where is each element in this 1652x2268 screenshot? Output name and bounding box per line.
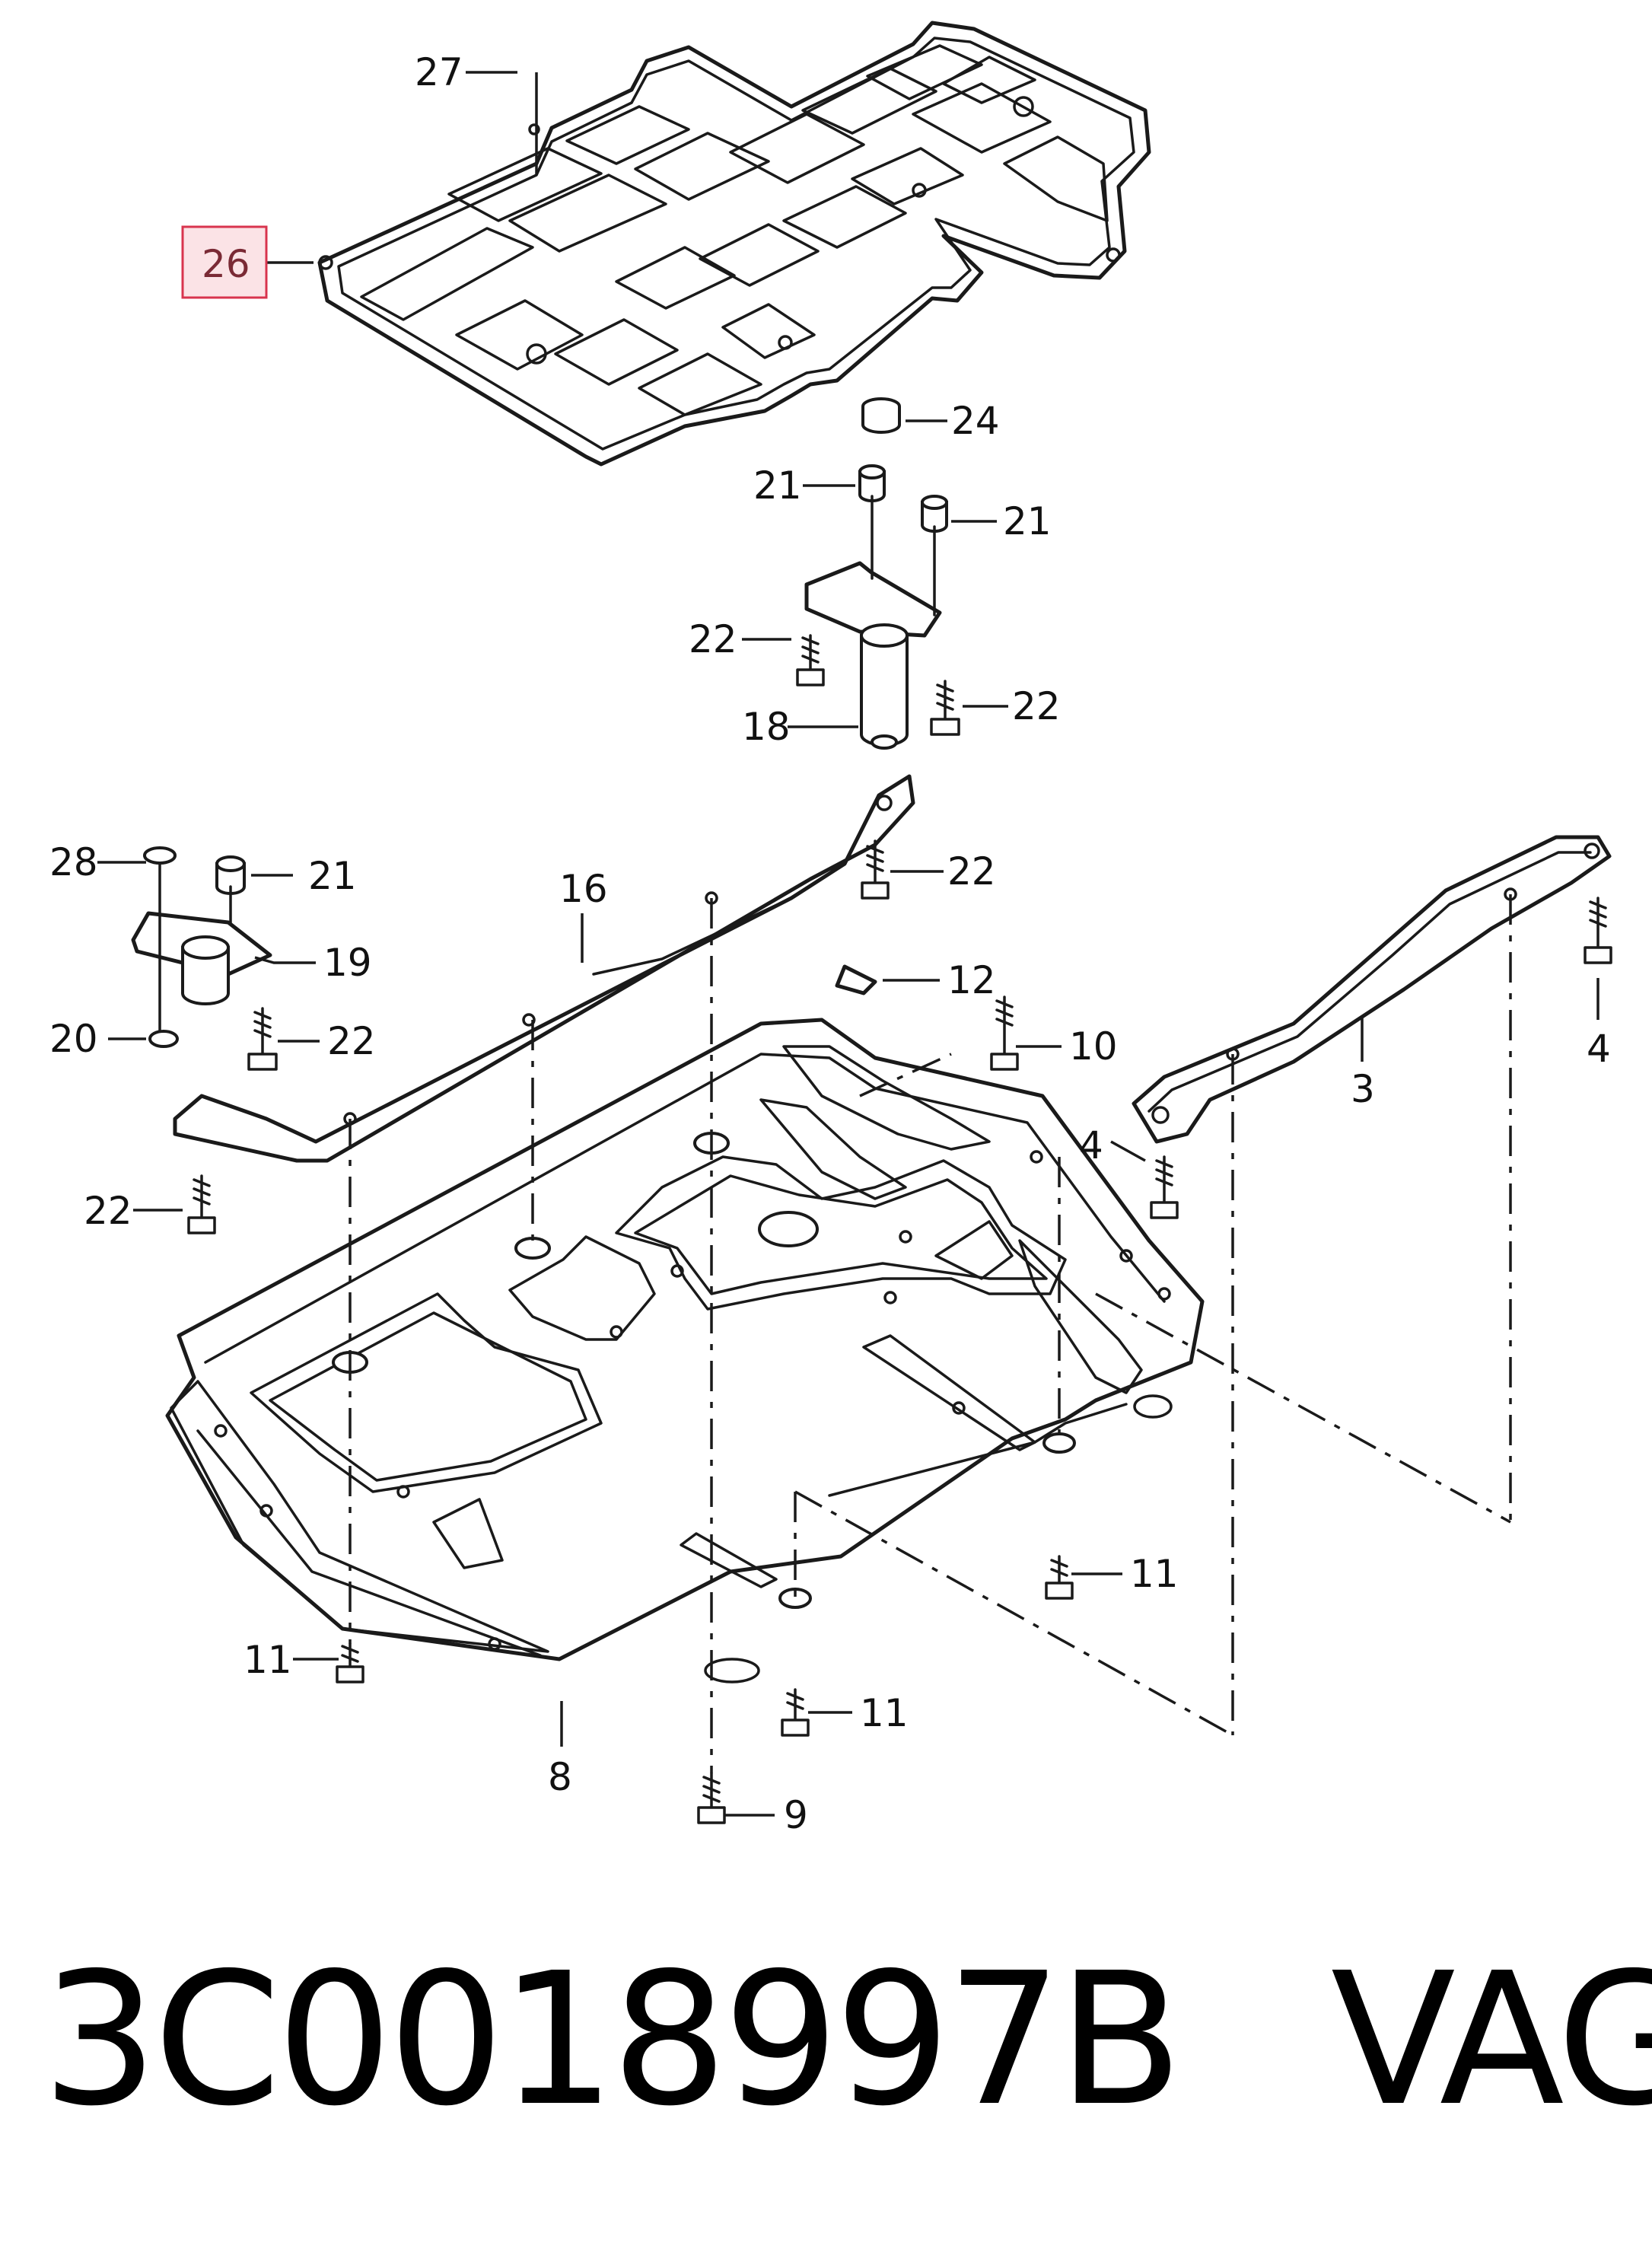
callout-21-b: 21: [1003, 499, 1052, 543]
callout-11-b: 11: [1130, 1552, 1179, 1596]
callout-18: 18: [742, 705, 791, 749]
callout-4-b: 4: [1079, 1123, 1103, 1167]
rear-rail-3: [1132, 835, 1612, 1219]
callout-19: 19: [323, 941, 372, 985]
callout-28: 28: [49, 840, 98, 884]
callout-21-a: 21: [753, 463, 802, 508]
bottom-screws: [336, 964, 1074, 1824]
callout-12: 12: [947, 958, 996, 1002]
callout-22-a: 22: [689, 617, 737, 661]
cross-brace-16: [173, 774, 915, 1234]
callout-21-c: 21: [308, 854, 357, 898]
callout-11-c: 11: [860, 1691, 909, 1735]
front-mount-bracket: [131, 846, 278, 1071]
upper-insulation-pad: [317, 21, 1151, 467]
part-number: 3C0018997B: [42, 1933, 1183, 2146]
callout-27: 27: [415, 50, 463, 94]
callout-8: 8: [548, 1755, 572, 1799]
exploded-parts-diagram: 27 26 24 21 21 22 22 18 22 28 21 16 19 2…: [49, 21, 1612, 1837]
main-underbody-shield: [165, 1018, 1205, 1683]
callout-26-highlight: 26: [181, 225, 268, 299]
callout-labels: 27 26 24 21 21 22 22 18 22 28 21 16 19 2…: [49, 50, 1611, 1837]
callout-16: 16: [559, 867, 608, 911]
pad-support-bracket: [796, 397, 960, 750]
callout-10: 10: [1069, 1024, 1118, 1069]
leader-lines: [97, 71, 1599, 1817]
callout-24: 24: [951, 399, 1000, 443]
callout-26: 26: [202, 242, 250, 286]
brand-name: VAG: [1330, 1933, 1652, 2146]
callout-3: 3: [1351, 1067, 1375, 1111]
callout-22-d: 22: [327, 1019, 376, 1063]
callout-22-c: 22: [947, 849, 996, 894]
callout-20: 20: [49, 1017, 98, 1061]
alignment-lines: [349, 894, 1512, 1773]
callout-11-a: 11: [244, 1638, 292, 1682]
callout-22-e: 22: [84, 1189, 132, 1233]
callout-9: 9: [784, 1793, 808, 1837]
callout-4-a: 4: [1587, 1027, 1611, 1071]
callout-22-b: 22: [1012, 684, 1061, 728]
